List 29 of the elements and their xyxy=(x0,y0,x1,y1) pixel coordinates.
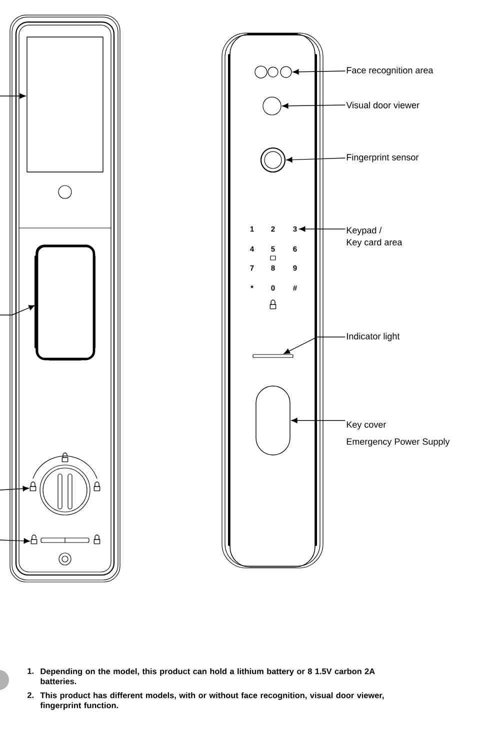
padlock-icon xyxy=(30,534,38,544)
leader-line xyxy=(291,418,346,424)
door-viewer xyxy=(262,96,282,116)
callout-label: Visual door viewer xyxy=(346,102,420,108)
leader-line xyxy=(299,226,346,232)
leader-line xyxy=(0,93,26,99)
note-text: This product has different models, with or without face recognition, visual door viewer, fingerprint function. xyxy=(40,692,384,710)
callout-label: Indicator light xyxy=(347,332,400,342)
note-text: Depending on the model, this product can hold a lithium battery or 8 1.5V carbon 2A batteries. xyxy=(40,668,375,684)
padlock-icon xyxy=(30,482,36,492)
fingerprint-sensor xyxy=(260,148,286,172)
callout-label: Key cover Emergency Power Supply xyxy=(346,421,450,447)
callout-label: Keypad / Key card area xyxy=(346,226,402,248)
callout-label: Face recognition area xyxy=(346,66,434,76)
indicator-light xyxy=(252,354,294,358)
note-number: 1. xyxy=(28,668,34,674)
key-cover xyxy=(256,386,290,456)
note-number: 2. xyxy=(27,692,34,698)
leader-line xyxy=(286,157,346,162)
camera-lens xyxy=(280,66,292,78)
leader-line xyxy=(282,103,346,109)
leader-line xyxy=(0,538,30,544)
leader-line xyxy=(0,305,35,316)
leader-line xyxy=(284,336,346,354)
handle-grip xyxy=(36,244,94,360)
leader-line xyxy=(292,69,346,75)
callout-label: Fingerprint sensor xyxy=(346,154,419,162)
leader-line xyxy=(0,486,29,492)
display-screen xyxy=(26,36,104,172)
